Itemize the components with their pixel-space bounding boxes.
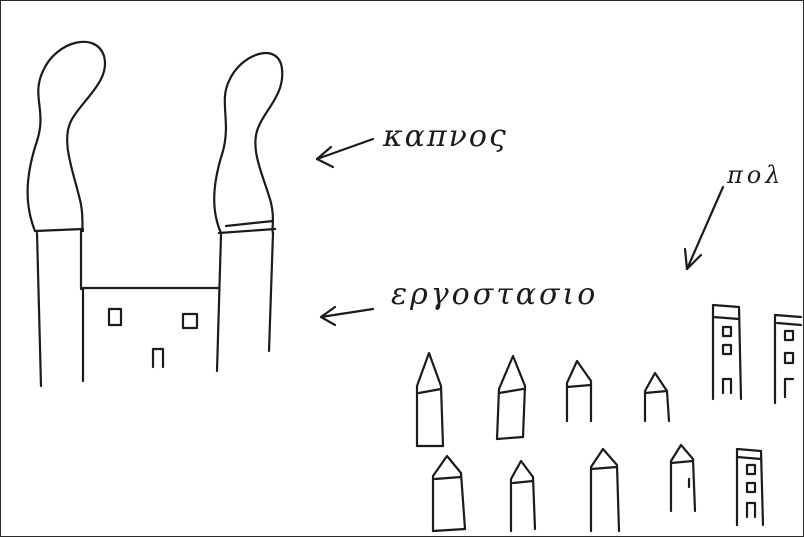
city-house	[497, 356, 525, 439]
city-house	[417, 353, 443, 446]
right-chimney	[217, 233, 273, 371]
city-tower	[775, 315, 801, 403]
city-house	[645, 373, 669, 421]
right-chimney-smoke	[214, 53, 282, 233]
arrow-to-smoke	[317, 139, 373, 167]
city-label: πολ	[727, 161, 784, 189]
city-house	[591, 449, 619, 531]
left-chimney-smoke	[28, 42, 105, 231]
arrow-to-city	[685, 187, 723, 269]
city-tower	[737, 449, 763, 525]
arrow-to-factory	[321, 307, 373, 325]
city-house	[511, 461, 535, 531]
city-house	[433, 456, 465, 531]
factory-building	[83, 288, 219, 381]
city-tower	[713, 305, 741, 399]
left-chimney	[37, 231, 81, 386]
city-house	[567, 361, 591, 421]
factory-label: εργοστασιο	[391, 277, 598, 312]
smoke-label: καπνος	[383, 119, 508, 154]
city-house	[671, 445, 695, 511]
